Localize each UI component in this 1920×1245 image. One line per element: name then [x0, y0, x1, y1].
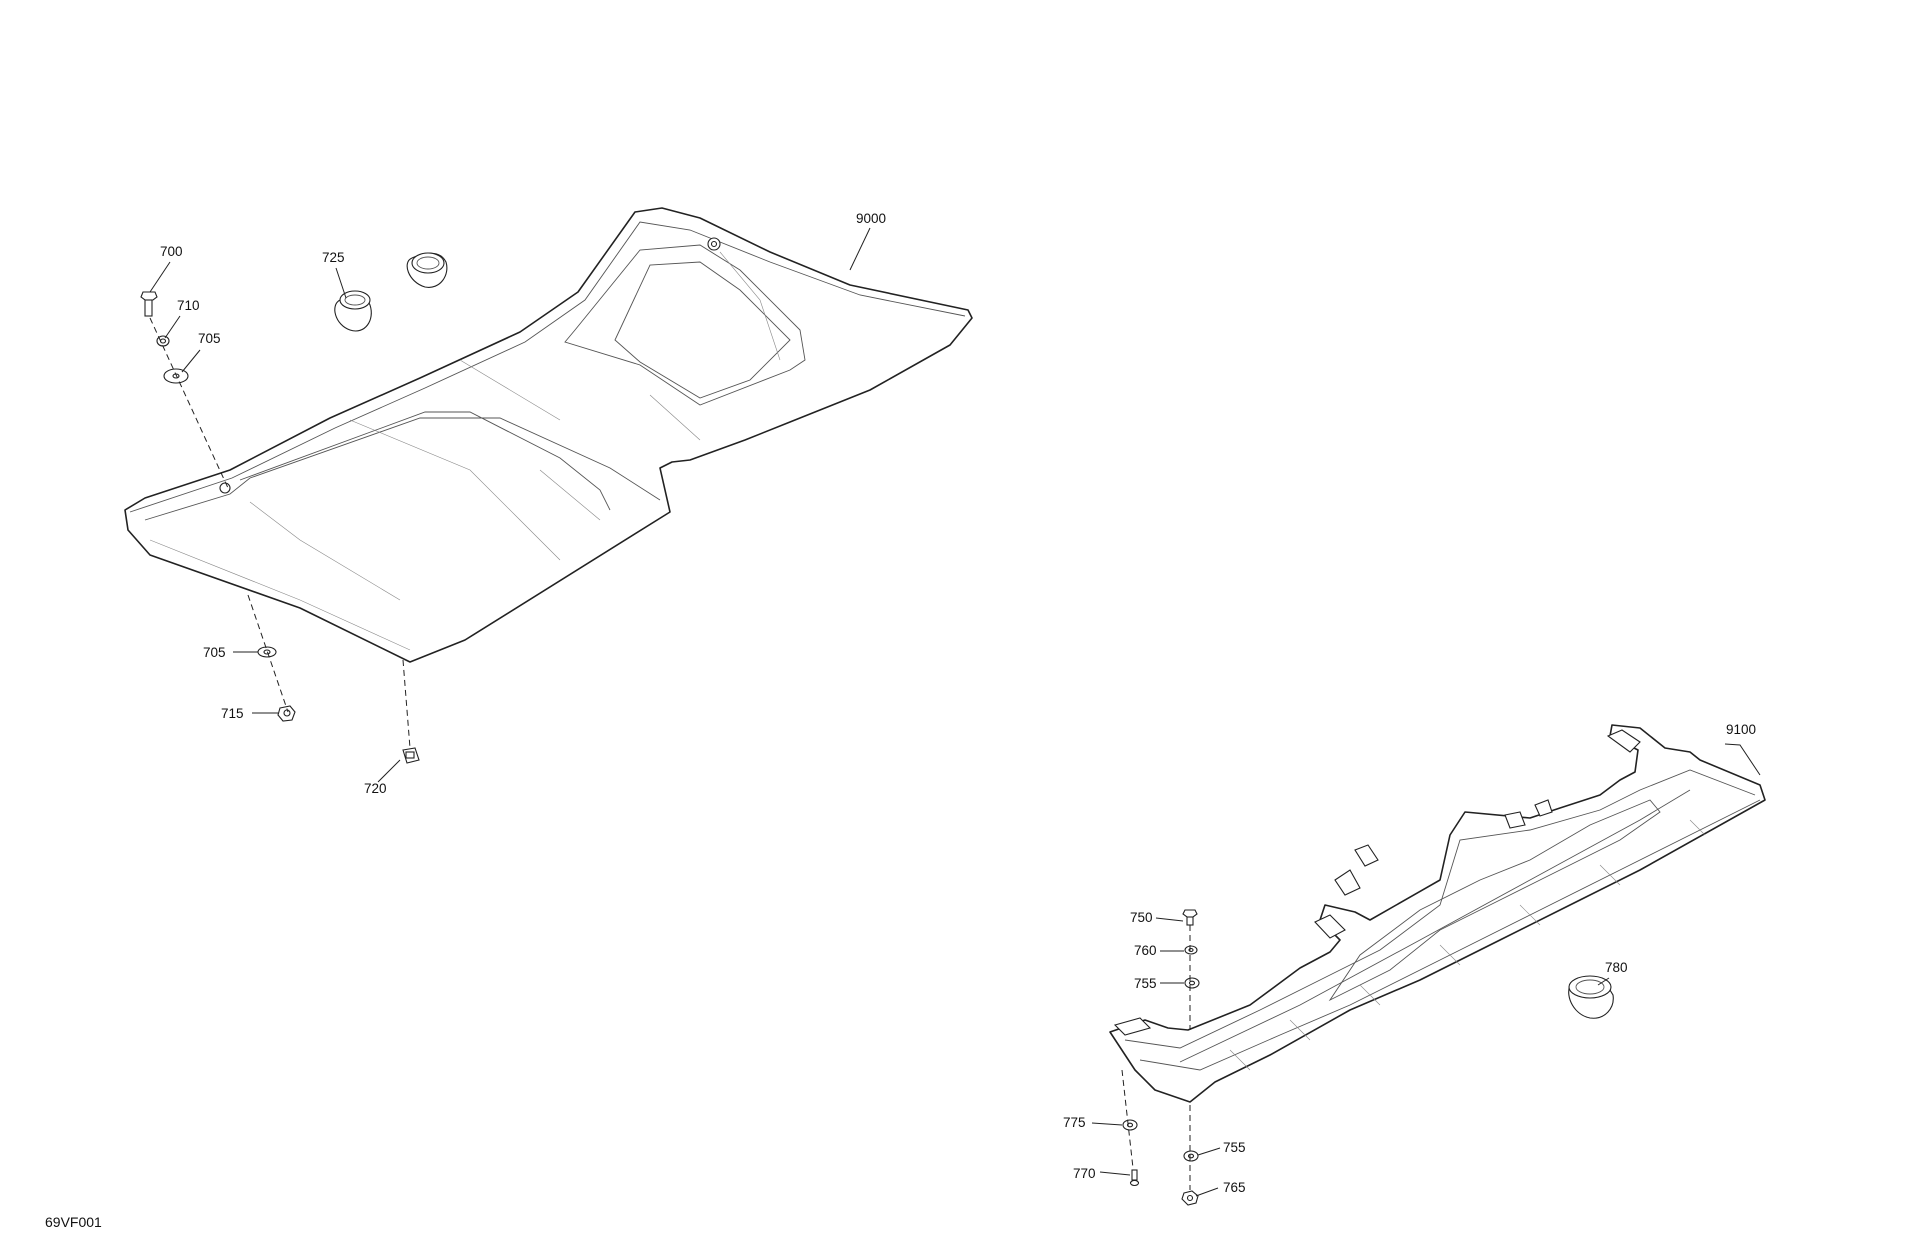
hardware-780-clamp [1568, 975, 1614, 1019]
hardware-725-clamp-b [406, 252, 448, 288]
callout-775: 775 [1063, 1115, 1086, 1130]
callout-755-bottom: 755 [1223, 1140, 1246, 1155]
callout-760: 760 [1134, 943, 1157, 958]
hardware-725-clamp-a [334, 290, 372, 332]
callout-710: 710 [177, 298, 200, 313]
callout-765: 765 [1223, 1180, 1246, 1195]
callout-9000: 9000 [856, 211, 886, 226]
hardware-700-bolt [140, 291, 158, 317]
callout-715: 715 [221, 706, 244, 721]
skid-plate-panel-9100 [1109, 724, 1766, 1103]
callout-750: 750 [1130, 910, 1153, 925]
figure-code: 69VF001 [45, 1214, 102, 1230]
callout-700: 700 [160, 244, 183, 259]
hardware-715-nut [277, 705, 296, 722]
hardware-750-bolt [1182, 909, 1198, 926]
callout-720: 720 [364, 781, 387, 796]
callout-725: 725 [322, 250, 345, 265]
callout-770: 770 [1073, 1166, 1096, 1181]
callout-705-top: 705 [198, 331, 221, 346]
hardware-770-bolt [1129, 1169, 1140, 1187]
callout-780: 780 [1605, 960, 1628, 975]
hardware-720-clip [402, 747, 420, 764]
skid-plate-panel-9000 [124, 207, 973, 663]
hardware-755-washer-bottom [1183, 1150, 1199, 1162]
callout-9100: 9100 [1726, 722, 1756, 737]
callout-705-bottom: 705 [203, 645, 226, 660]
hardware-760-washer [1184, 945, 1198, 955]
hardware-755-washer-top [1184, 977, 1200, 989]
hardware-710-washer [156, 335, 170, 347]
hardware-775-washer [1122, 1119, 1138, 1131]
hardware-765-nut [1181, 1190, 1199, 1206]
hardware-705-washer-top [163, 368, 189, 384]
callout-755-top: 755 [1134, 976, 1157, 991]
